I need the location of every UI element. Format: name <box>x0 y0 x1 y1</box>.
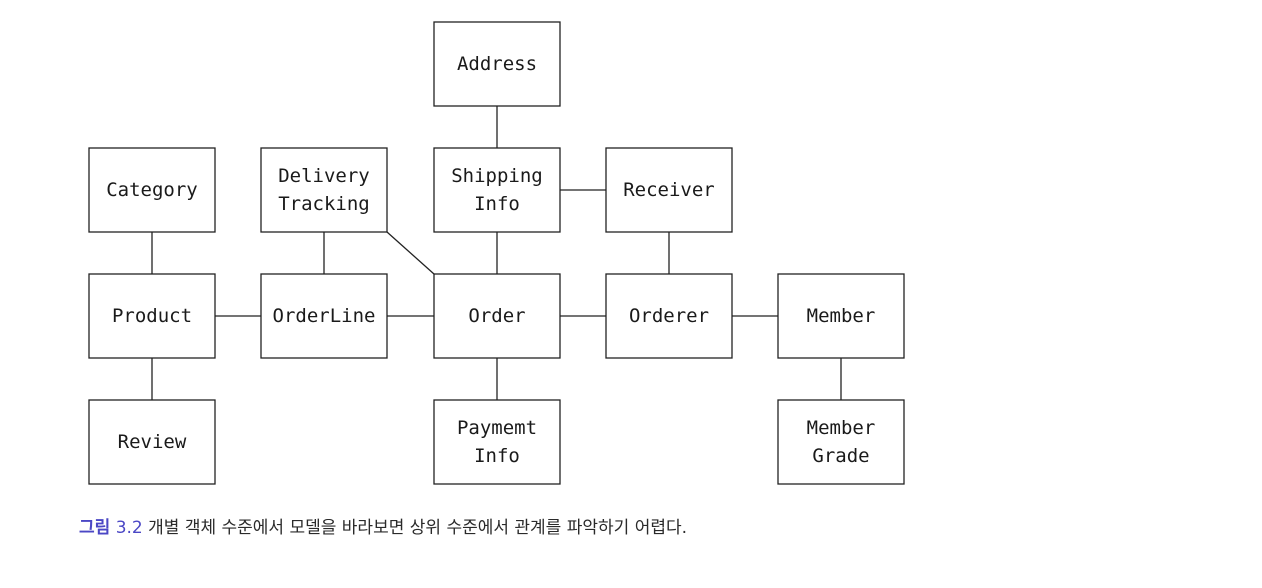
node-box <box>433 21 561 107</box>
node-label: Member <box>807 305 876 327</box>
caption-label: 그림 <box>79 518 111 538</box>
node-box <box>260 273 388 359</box>
node-label: Grade <box>812 445 869 467</box>
node-box <box>605 147 733 233</box>
edge-delivery-tracking-to-order <box>386 231 435 275</box>
node-orderer: Orderer <box>605 273 733 359</box>
node-label: Category <box>106 179 198 201</box>
node-label: Order <box>468 305 525 327</box>
node-box <box>88 399 216 485</box>
node-label: Review <box>118 431 187 453</box>
node-review: Review <box>88 399 216 485</box>
node-box <box>433 273 561 359</box>
node-label: Receiver <box>623 179 715 201</box>
node-label: Info <box>474 445 520 467</box>
node-category: Category <box>88 147 216 233</box>
node-receiver: Receiver <box>605 147 733 233</box>
node-product: Product <box>88 273 216 359</box>
caption-number: 3.2 <box>115 518 143 538</box>
node-box <box>777 399 905 485</box>
node-box <box>433 399 561 485</box>
node-label: OrderLine <box>273 305 376 327</box>
node-label: Product <box>112 305 192 327</box>
node-address: Address <box>433 21 561 107</box>
node-order: Order <box>433 273 561 359</box>
node-box <box>777 273 905 359</box>
node-box <box>260 147 388 233</box>
node-label: Address <box>457 53 537 75</box>
node-label: Member <box>807 417 876 439</box>
node-label: Info <box>474 193 520 215</box>
node-label: Paymemt <box>457 417 537 439</box>
node-member: Member <box>777 273 905 359</box>
node-label: Shipping <box>451 165 543 187</box>
node-orderline: OrderLine <box>260 273 388 359</box>
node-label: Delivery <box>278 165 370 187</box>
caption-text: 개별 객체 수준에서 모델을 바라보면 상위 수준에서 관계를 파악하기 어렵다… <box>148 518 688 538</box>
figure-caption: 그림 3.2 개별 객체 수준에서 모델을 바라보면 상위 수준에서 관계를 파… <box>79 513 687 538</box>
node-box <box>88 147 216 233</box>
node-box <box>88 273 216 359</box>
node-box <box>605 273 733 359</box>
diagram-edges <box>151 106 842 400</box>
node-label: Tracking <box>278 193 370 215</box>
node-box <box>433 147 561 233</box>
node-label: Orderer <box>629 305 709 327</box>
